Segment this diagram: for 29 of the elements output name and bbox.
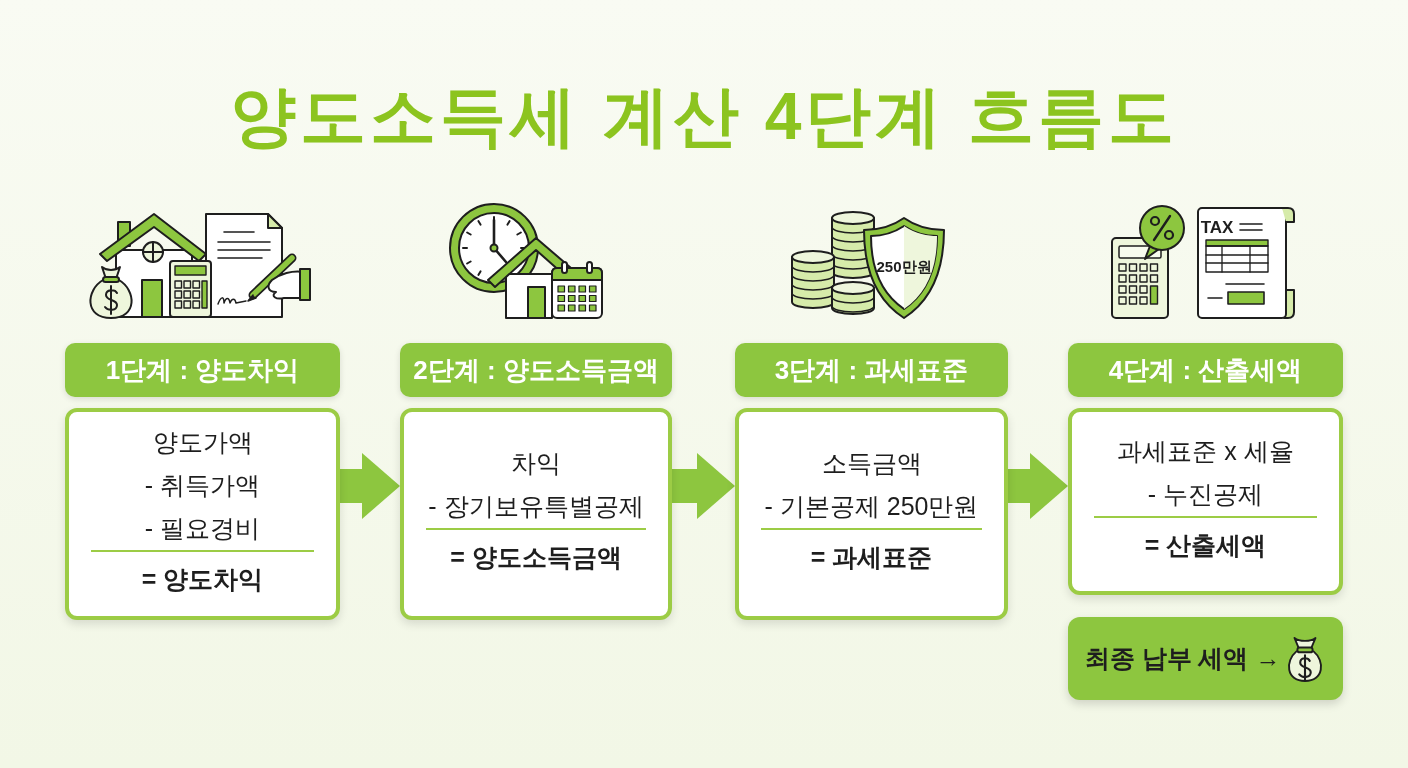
arrow: [672, 453, 735, 519]
step-header: 2단계 : 양도소득금액: [400, 343, 672, 397]
formula-line: - 필요경비: [143, 512, 262, 544]
formula-box: [1068, 408, 1343, 595]
formula-line: 양도가액: [151, 426, 254, 458]
formula-line: 소득금액: [820, 448, 923, 479]
formula-line: - 기본공제 250만원: [763, 491, 980, 522]
formula-line: 차익: [510, 448, 562, 479]
result-line: = 양도소득금액: [449, 542, 623, 573]
formula-box: [65, 408, 340, 620]
formula-line: - 취득가액: [143, 469, 262, 501]
formula-box: [400, 408, 672, 620]
title: 양도소득세 계산 4단계 흐름도: [230, 78, 1178, 155]
arrow: [1008, 453, 1068, 519]
formula-box: [735, 408, 1008, 620]
step-header: 3단계 : 과세표준: [735, 343, 1008, 397]
result-line: = 과세표준: [809, 542, 934, 573]
shield-amount-label: 250만원: [876, 258, 932, 274]
formula-line: - 장기보유특별공제: [427, 491, 645, 522]
final-tax-label: 최종 납부 세액 →: [1084, 642, 1281, 674]
formula-line: 과세표준 x 세율: [1116, 435, 1295, 467]
result-banner: [1068, 617, 1343, 700]
formula-line: - 누진공제: [1146, 478, 1265, 510]
step-header: 1단계 : 양도차익: [65, 343, 340, 397]
result-line: = 양도차익: [140, 563, 265, 595]
arrow: [340, 453, 400, 519]
result-line: = 산출세액: [1143, 529, 1268, 561]
document-heading-label: TAX: [1200, 218, 1234, 236]
step-header: 4단계 : 산출세액: [1068, 343, 1343, 397]
